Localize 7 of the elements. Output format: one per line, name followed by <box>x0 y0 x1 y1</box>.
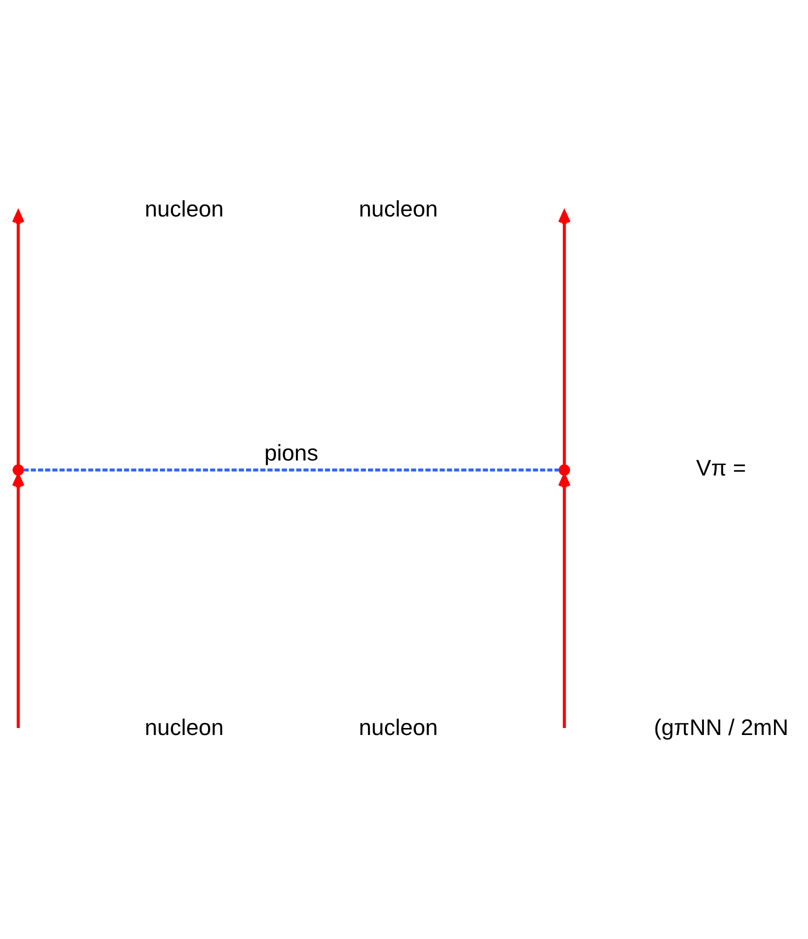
edge-label: pions <box>264 440 318 465</box>
label: (gπNN / 2mN <box>653 714 788 740</box>
label: Vπ = <box>696 455 746 480</box>
label: nucleon <box>358 714 438 740</box>
label: nucleon <box>144 196 224 222</box>
label: nucleon <box>144 714 224 740</box>
label: nucleon <box>358 196 438 222</box>
